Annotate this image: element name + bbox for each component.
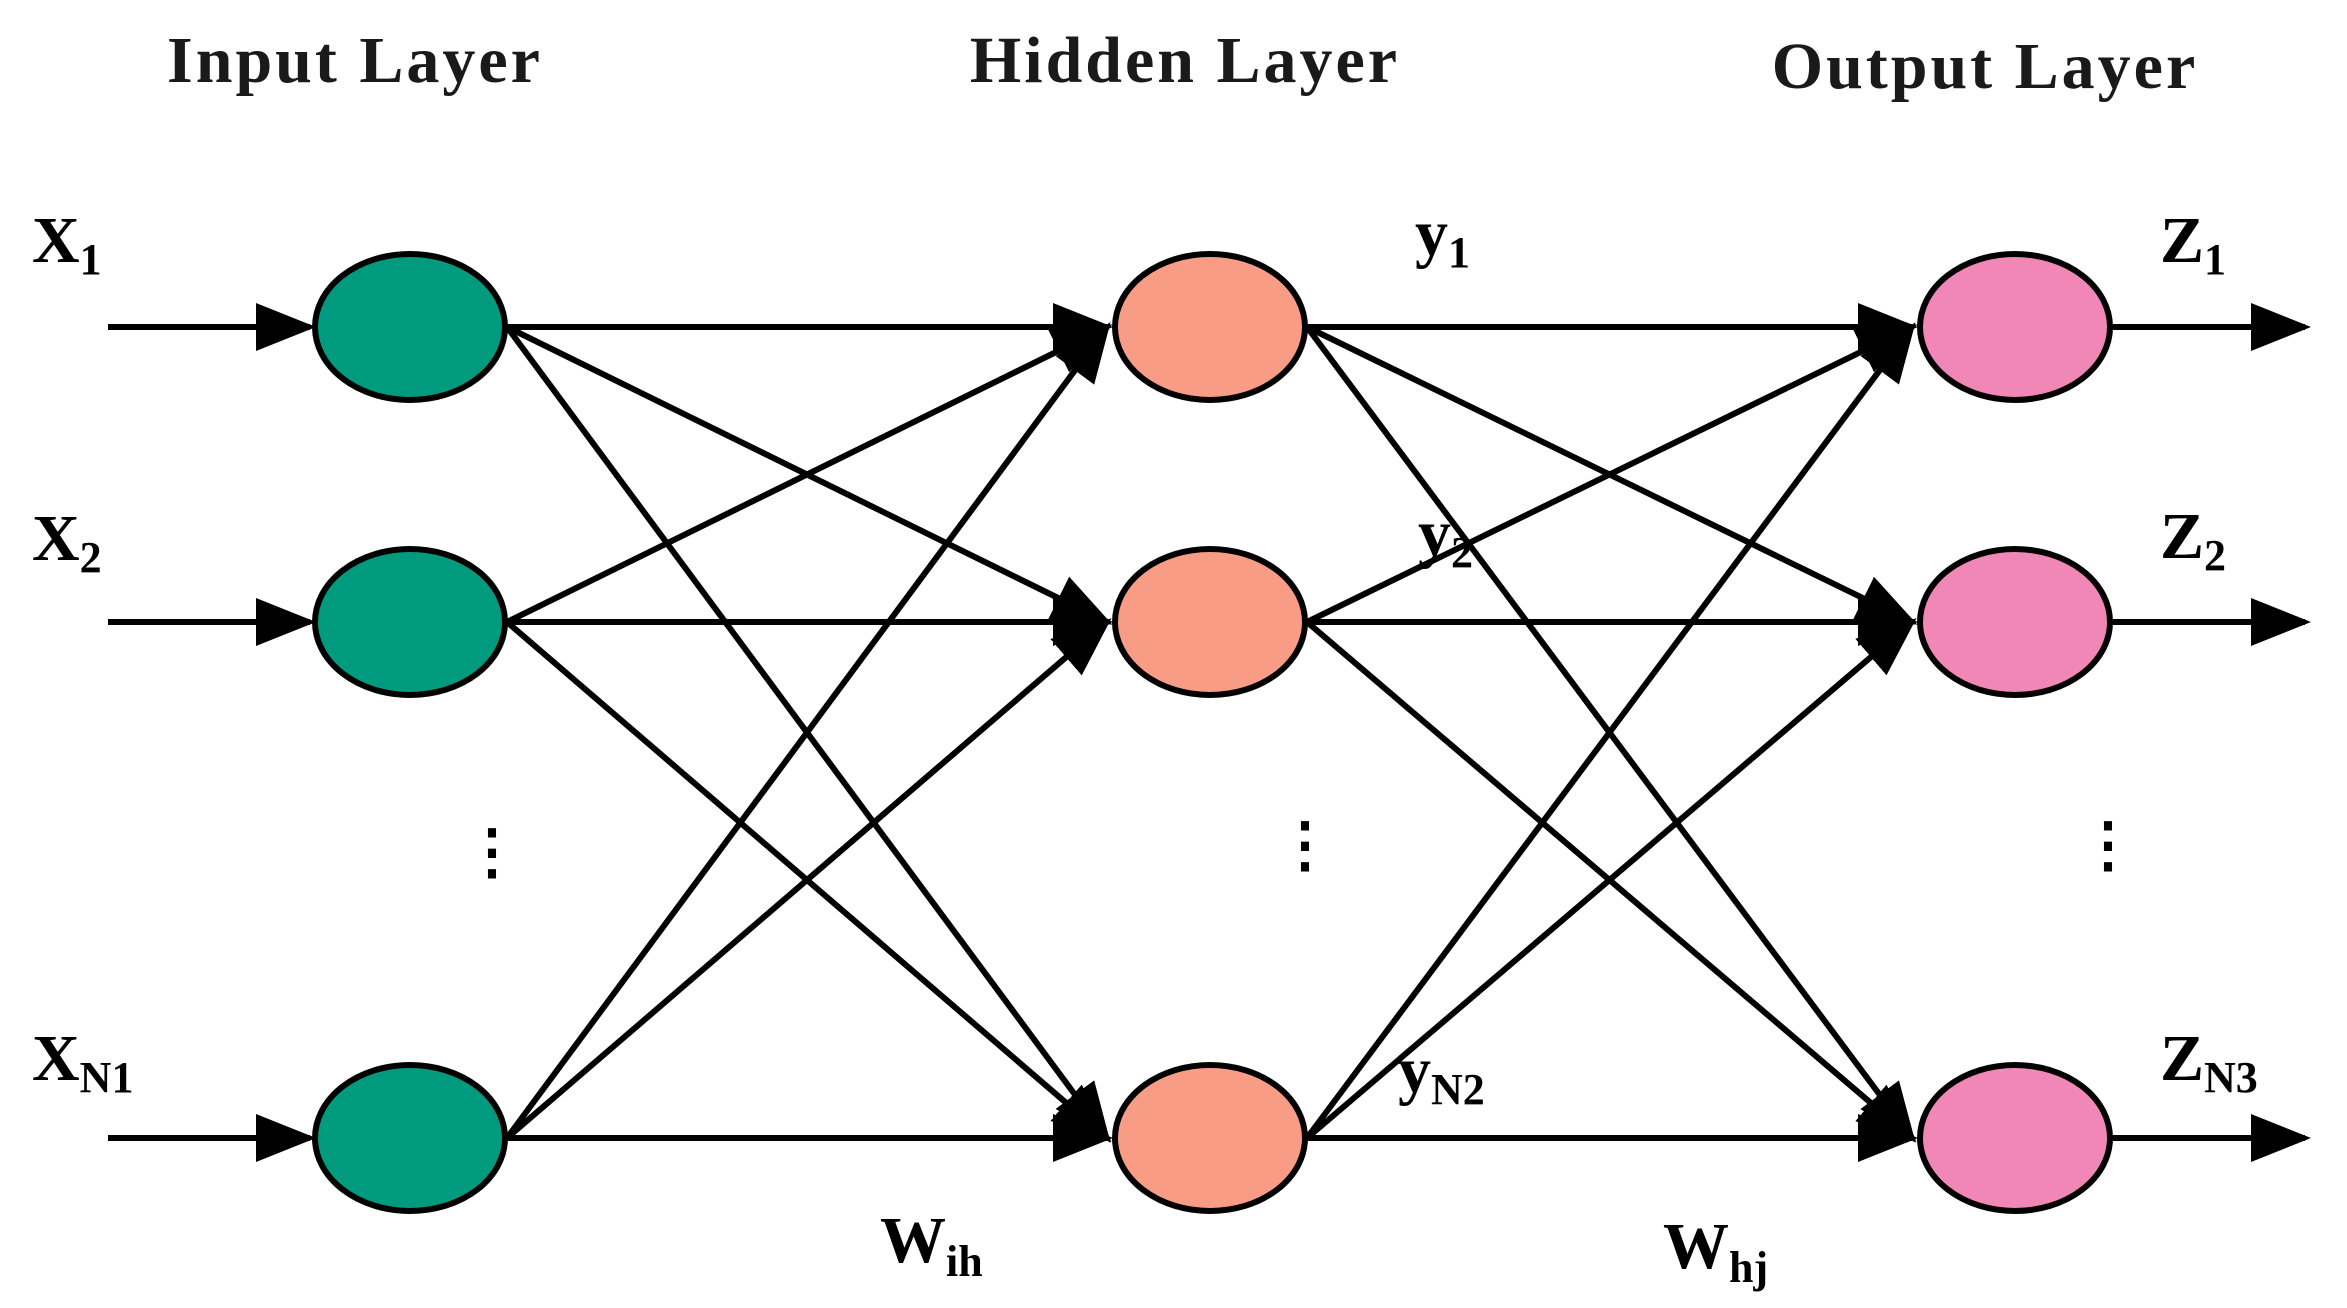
hidden-output-label-2: y2 [1418, 497, 1473, 577]
edge-hidden-2-output-1 [1305, 324, 1918, 625]
input-label-n1: XN1 [32, 1022, 133, 1102]
network-nodes [312, 251, 2113, 1214]
hidden-output-label-1: y1 [1415, 197, 1470, 277]
connection-edges [108, 303, 2311, 1162]
input-label-2: X2 [32, 502, 102, 582]
input-layer-ellipsis: ⋮ [462, 819, 522, 885]
input-node-2 [312, 546, 508, 698]
output-layer-title: Output Layer [1772, 30, 2199, 103]
output-label-n3: ZN3 [2160, 1022, 2258, 1102]
hidden-layer-title: Hidden Layer [970, 24, 1400, 97]
output-layer-ellipsis: ⋮ [2078, 812, 2138, 878]
edge-input-3-hidden-1 [504, 322, 1111, 1140]
input-node-1 [312, 251, 508, 403]
hidden-node-n2 [1112, 1062, 1308, 1214]
edge-input-2-hidden-1 [505, 324, 1113, 625]
edge-hidden-3-output-1 [1304, 322, 1916, 1140]
hidden-output-label-n2: yN2 [1398, 1034, 1485, 1114]
input-label-1: X1 [32, 204, 102, 284]
weight-label-hidden-output: Whj [1663, 1210, 1768, 1292]
hidden-node-1 [1112, 251, 1308, 403]
input-layer-title: Input Layer [167, 24, 543, 97]
output-node-n3 [1917, 1062, 2113, 1214]
output-label-2: Z2 [2160, 500, 2226, 580]
hidden-node-2 [1112, 546, 1308, 698]
output-node-1 [1917, 251, 2113, 403]
output-label-1: Z1 [2160, 204, 2226, 284]
hidden-layer-ellipsis: ⋮ [1275, 812, 1335, 878]
input-node-n1 [312, 1062, 508, 1214]
output-node-2 [1917, 546, 2113, 698]
edge-hidden-3-output-2 [1305, 618, 1917, 1141]
edge-input-3-hidden-2 [505, 618, 1112, 1141]
weight-label-input-hidden: Wih [880, 1204, 983, 1286]
